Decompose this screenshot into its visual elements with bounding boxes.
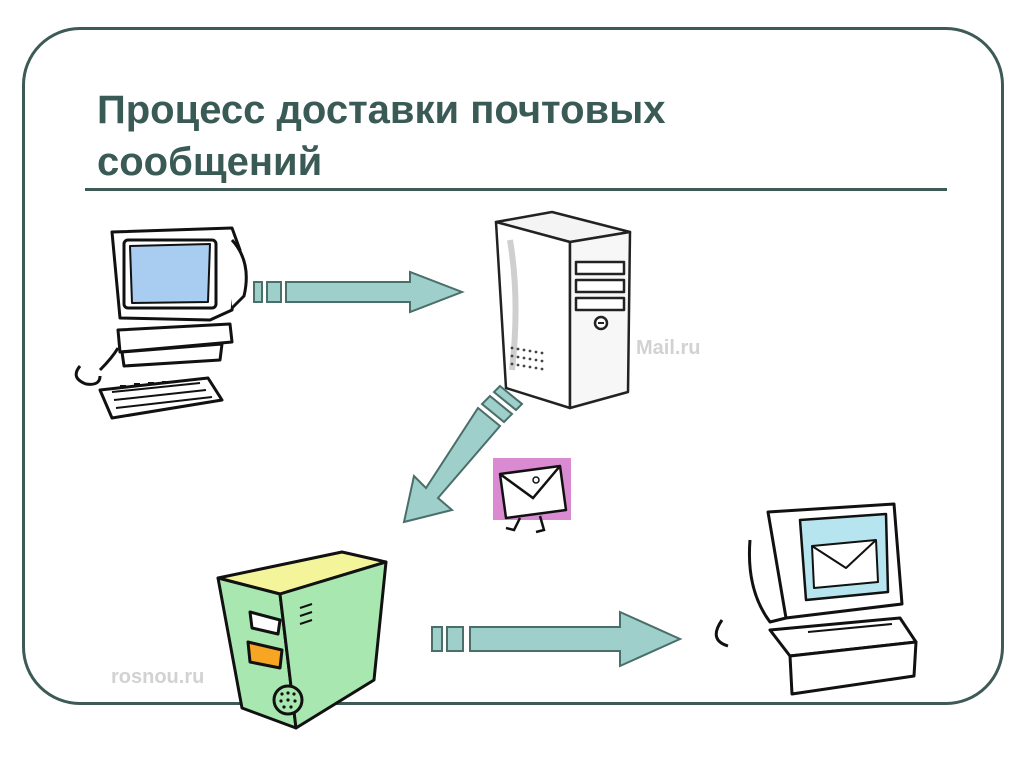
- watermark-rosnou: rosnou.ru: [111, 666, 205, 688]
- arrow-to-recipient-server: [402, 384, 524, 524]
- recipient-computer-icon: [714, 502, 918, 696]
- arrow-to-recipient: [431, 610, 683, 668]
- walking-envelope-icon: [493, 458, 571, 534]
- slide-title: Процесс доставки почтовых сообщений: [97, 88, 666, 184]
- server-tower-icon: [494, 210, 632, 410]
- arrow-to-server: [253, 270, 465, 314]
- sender-computer-icon: [74, 226, 248, 420]
- title-divider: [85, 188, 947, 191]
- recipient-server-icon: [216, 550, 388, 730]
- watermark-mail: Mail.ru: [636, 337, 701, 359]
